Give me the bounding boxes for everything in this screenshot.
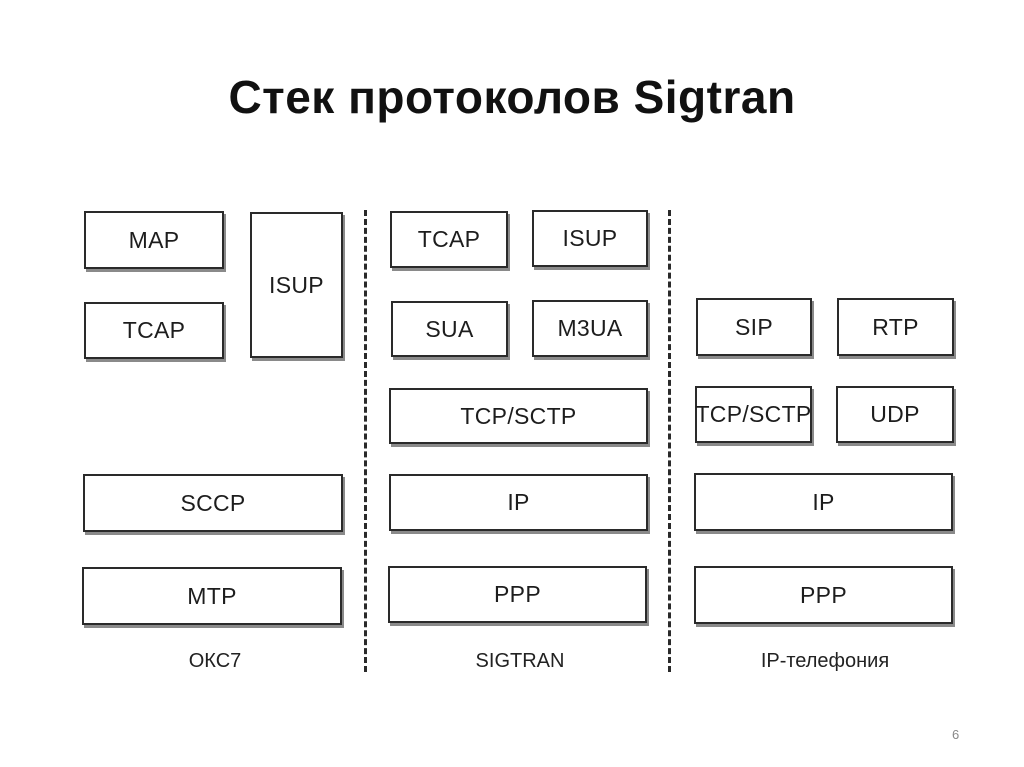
sigtran-isup-box: ISUP — [532, 210, 648, 267]
stack-divider-left — [364, 210, 367, 672]
sigtran-sua-box: SUA — [391, 301, 508, 357]
sigtran-m3ua-box: M3UA — [532, 300, 648, 357]
ip-tcp-sctp-box: TCP/SCTP — [695, 386, 812, 443]
ip-udp-box: UDP — [836, 386, 954, 443]
sigtran-label: SIGTRAN — [475, 650, 565, 672]
okc7-isup-box: ISUP — [250, 212, 343, 358]
stack-divider-right — [668, 210, 671, 672]
okc7-label: ОКС7 — [188, 650, 242, 672]
sigtran-tcap-box: TCAP — [390, 211, 508, 268]
ip-ip-box: IP — [694, 473, 953, 531]
okc7-sccp-box: SCCP — [83, 474, 343, 532]
okc7-mtp-box: MTP — [82, 567, 342, 625]
page-number: 6 — [952, 727, 960, 742]
ip-sip-box: SIP — [696, 298, 812, 356]
okc7-map-box: MAP — [84, 211, 224, 269]
sigtran-ip-box: IP — [389, 474, 648, 531]
okc7-tcap-box: TCAP — [84, 302, 224, 359]
ip-ppp-box: PPP — [694, 566, 953, 624]
ip-rtp-box: RTP — [837, 298, 954, 356]
ip-telephony-label: IP-телефония — [760, 650, 890, 672]
slide-title: Стек протоколов Sigtran — [228, 71, 796, 123]
sigtran-ppp-box: PPP — [388, 566, 647, 623]
sigtran-tcp-sctp-box: TCP/SCTP — [389, 388, 648, 444]
